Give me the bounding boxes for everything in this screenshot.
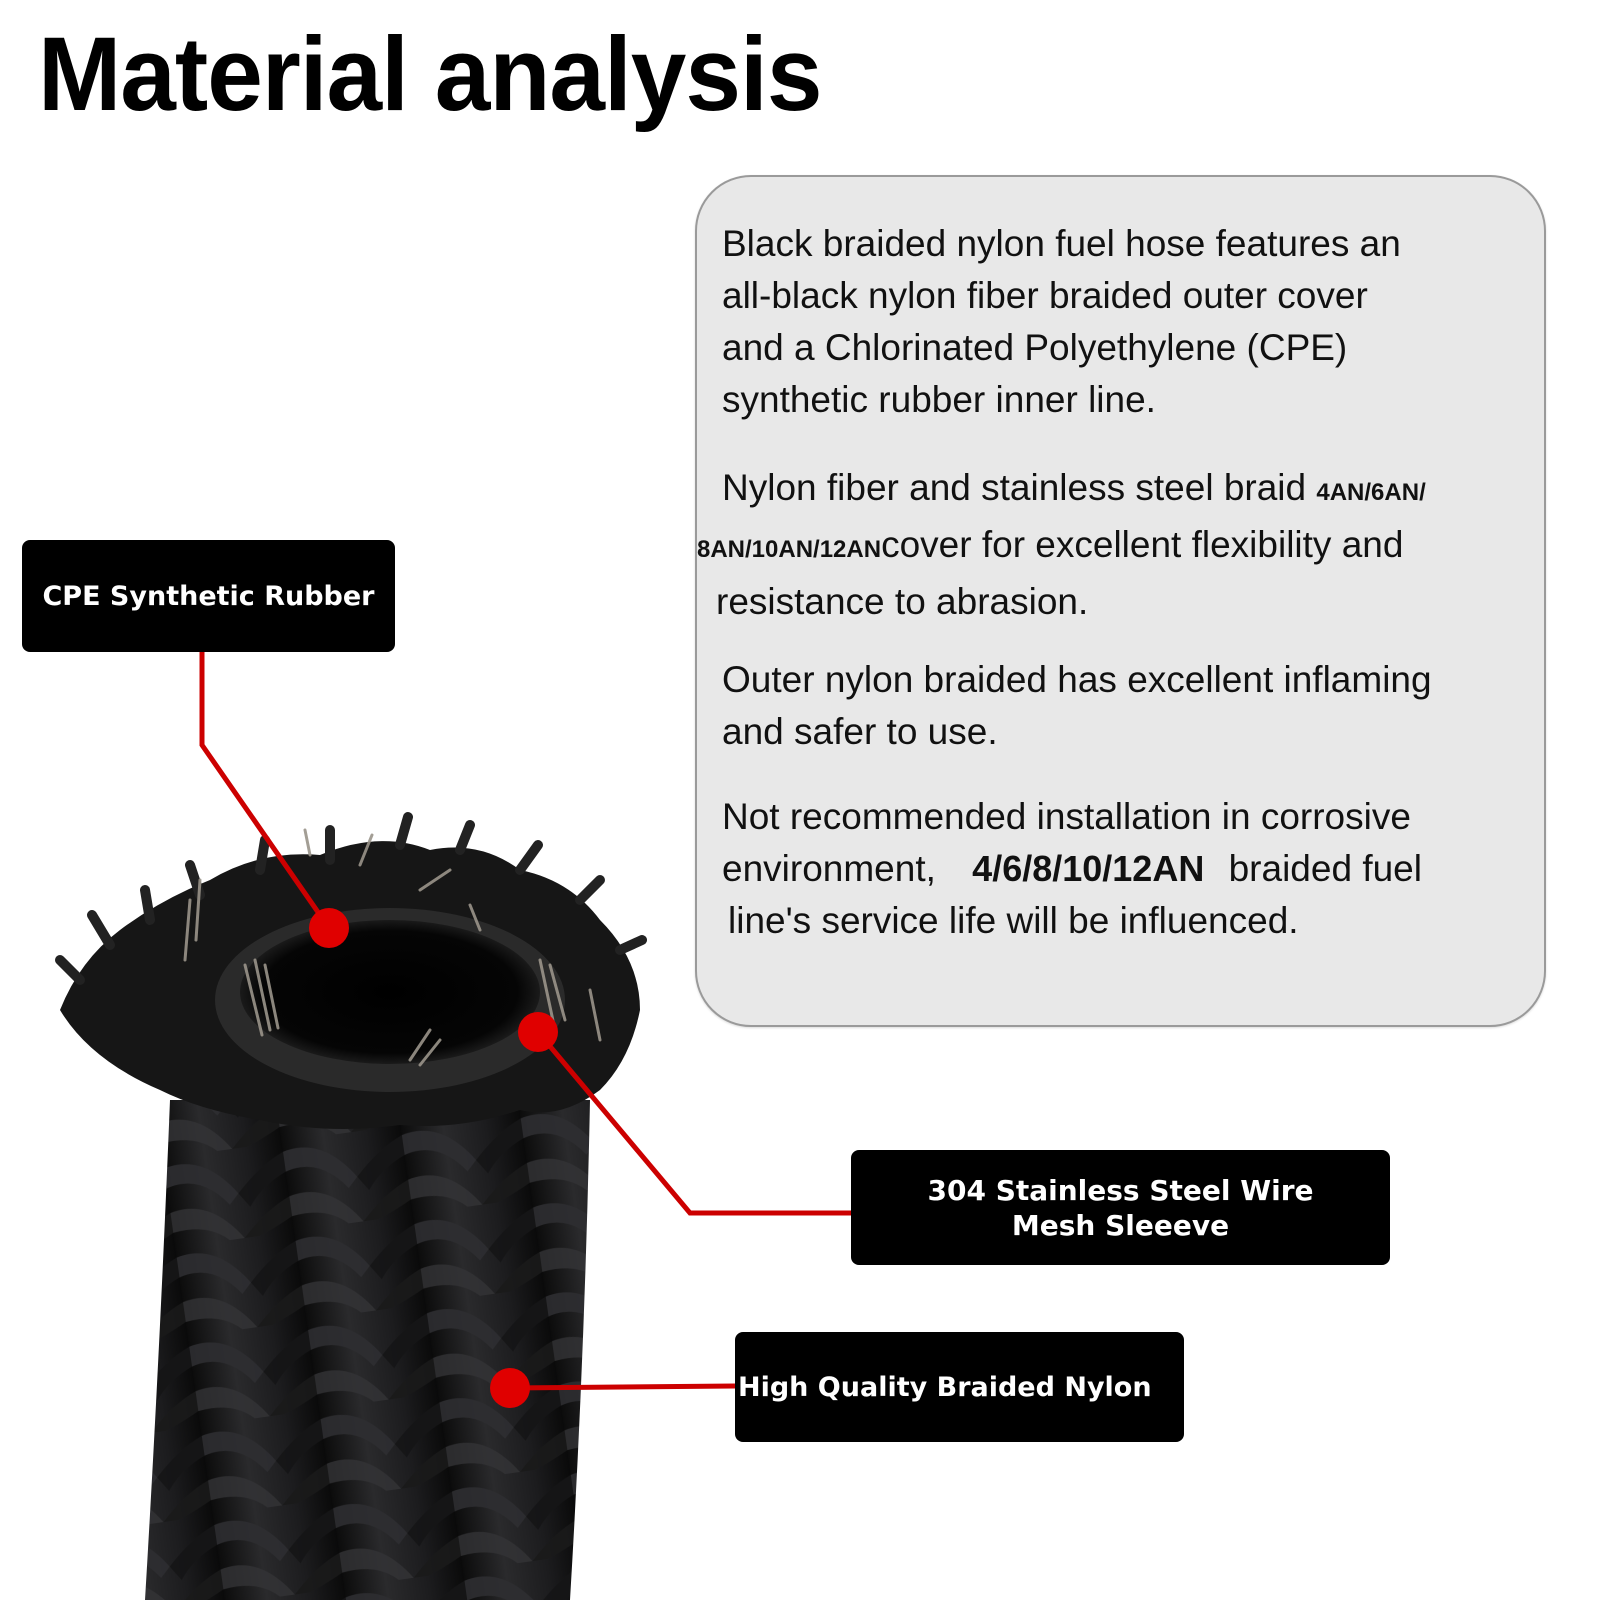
- info-line: synthetic rubber inner line.: [722, 379, 1156, 420]
- connector-line-cpe: [199, 652, 332, 930]
- callout-label-text: 304 Stainless Steel Wire: [927, 1173, 1314, 1207]
- callout-label-steel: 304 Stainless Steel Wire Mesh Sleeeve: [851, 1150, 1390, 1265]
- callout-dot-nylon: [490, 1368, 530, 1408]
- info-line: Outer nylon braided has excellent inflam…: [722, 659, 1432, 700]
- steel-wire-strands: [183, 828, 602, 1067]
- callout-label-text: Mesh Sleeeve: [1011, 1208, 1230, 1242]
- info-line: Nylon fiber and stainless steel braid: [722, 467, 1307, 508]
- connector-line-steel: [536, 1030, 851, 1216]
- info-paragraph-3: Outer nylon braided has excellent inflam…: [722, 654, 1432, 758]
- callout-label-text: CPE Synthetic Rubber: [42, 580, 375, 612]
- info-line: all-black nylon fiber braided outer cove…: [722, 275, 1368, 316]
- info-line: resistance to abrasion.: [716, 581, 1089, 622]
- info-line: cover for excellent flexibility and: [881, 524, 1404, 565]
- hose-sizes-text: 4AN/6AN/: [1316, 479, 1426, 506]
- info-box: [695, 175, 1546, 1027]
- info-line: environment,: [722, 848, 936, 889]
- info-line: Not recommended installation in corrosiv…: [722, 796, 1411, 837]
- callout-label-text: High Quality Braided Nylon: [738, 1371, 1152, 1403]
- callout-dot-cpe: [309, 908, 349, 948]
- info-paragraph-1: Black braided nylon fuel hose features a…: [722, 218, 1401, 426]
- hose-body: [145, 1100, 590, 1600]
- info-line: braided fuel: [1228, 848, 1422, 889]
- info-line: line's service life will be influenced.: [728, 900, 1299, 941]
- info-line: and safer to use.: [722, 711, 998, 752]
- hose-sizes-text: 4/6/8/10/12AN: [972, 848, 1205, 889]
- info-line: Black braided nylon fuel hose features a…: [722, 223, 1401, 264]
- callout-label-cpe: CPE Synthetic Rubber: [22, 540, 395, 652]
- callout-dot-steel: [518, 1012, 558, 1052]
- info-paragraph-2: Nylon fiber and stainless steel braid 4A…: [697, 462, 1426, 628]
- hose-inner-bore: [240, 920, 540, 1064]
- info-paragraph-4: Not recommended installation in corrosiv…: [722, 791, 1422, 947]
- info-line: and a Chlorinated Polyethylene (CPE): [722, 327, 1348, 368]
- connector-line-nylon: [509, 1383, 736, 1391]
- callout-label-nylon: High Quality Braided Nylon: [735, 1332, 1184, 1442]
- page-title: Material analysis: [38, 15, 822, 134]
- hose-sizes-text: 8AN/10AN/12AN: [697, 536, 882, 563]
